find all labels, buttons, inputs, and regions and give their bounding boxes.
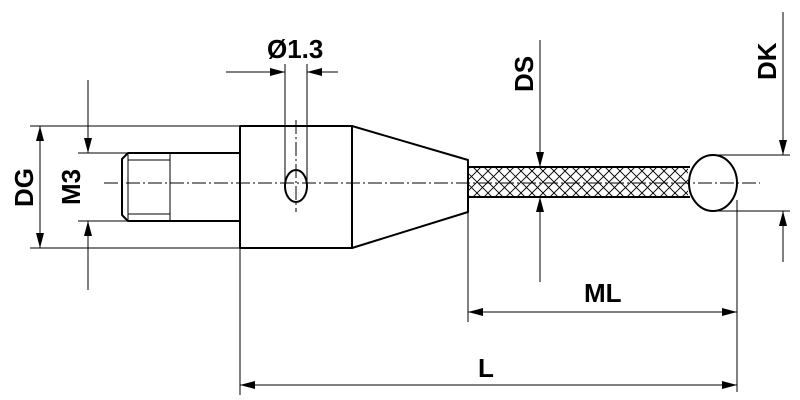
ds-arrow-bottom [536, 197, 544, 212]
knurl-line [468, 167, 471, 170]
knurl-line [715, 167, 745, 197]
hole-arrow-left [270, 68, 285, 76]
knurl-line [681, 167, 688, 174]
knurl-line [704, 167, 734, 197]
knurl-line [693, 167, 723, 197]
hole-diameter-label: Ø1.3 [267, 34, 323, 64]
knurl-line [494, 167, 526, 197]
knurl-line [693, 167, 723, 197]
knurl-line [704, 167, 734, 197]
knurl-line [637, 167, 669, 197]
knurl-line [468, 167, 482, 181]
knurl-line [560, 167, 592, 197]
knurl-line [659, 167, 688, 196]
knurl-line [527, 167, 559, 197]
body-diameter-label: DG [9, 168, 39, 207]
knurl-line [582, 167, 614, 197]
ball-diameter-label: DK [752, 42, 782, 80]
knurl-line [538, 167, 570, 197]
knurl-line [549, 167, 581, 197]
l-arrow-right [722, 381, 737, 389]
knurl-line [468, 183, 482, 197]
dg-arrow-bottom [36, 233, 44, 248]
knurl-line [681, 190, 688, 197]
hole-arrow-right [307, 68, 322, 76]
ml-arrow-left [468, 308, 483, 316]
knurl-line [615, 167, 647, 197]
ml-arrow-right [722, 308, 737, 316]
l-arrow-left [240, 381, 255, 389]
measuring-length-label: ML [584, 278, 622, 308]
dk-arrow-bottom [779, 211, 787, 226]
knurl-line [483, 167, 515, 197]
dk-arrow-top [779, 140, 787, 155]
knurl-line [516, 167, 548, 197]
knurl-line [715, 167, 745, 197]
m3-arrow-bottom [84, 221, 92, 236]
knurl-line [593, 167, 625, 197]
thread-outline [121, 152, 240, 222]
stem-diameter-label: DS [509, 56, 539, 92]
knurl-line [670, 167, 688, 185]
knurl-line [505, 167, 537, 197]
knurl-line [571, 167, 603, 197]
ds-arrow-top [536, 152, 544, 167]
thread-size-label: M3 [56, 169, 86, 205]
total-length-label: L [478, 353, 494, 383]
dg-arrow-top [36, 126, 44, 141]
knurl-line [468, 194, 471, 197]
knurl-line [468, 172, 493, 197]
m3-arrow-top [84, 138, 92, 153]
taper-outline [351, 125, 469, 249]
knurl-line [626, 167, 658, 197]
knurl-line [604, 167, 636, 197]
stem-knurl-pattern [468, 167, 745, 197]
knurl-line [648, 167, 680, 197]
knurl-line [472, 167, 504, 197]
